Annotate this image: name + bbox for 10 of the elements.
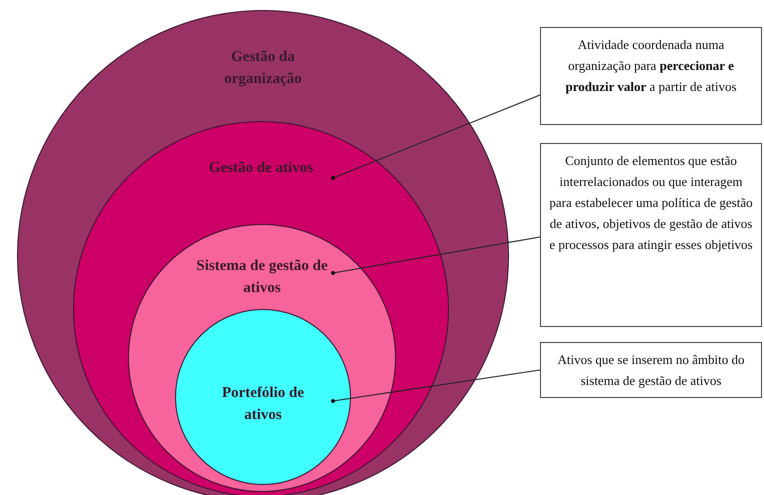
note-box: Ativos que se inserem no âmbito do sistema de gestão de ativos: [540, 342, 762, 398]
note-box: Atividade coordenada numa organização para percecionar e produzir valor a partir de ativos: [540, 27, 762, 125]
leader-line: [331, 370, 540, 403]
note-box: Conjunto de elementos que estão interrelacionados ou que interagem para estabelecer uma política de gestão de ativos, objetivos de gestão de ativos e processos para atingir esses objetivos: [540, 143, 762, 327]
circle-label: Gestão da organização: [223, 48, 303, 89]
circle-label: Sistema de gestão de ativos: [195, 257, 329, 298]
circle-label: Gestão de ativos: [208, 159, 314, 178]
leader-line: [331, 236, 540, 275]
circle-label: Portefólio de ativos: [220, 384, 306, 425]
leader-line: [331, 94, 540, 180]
